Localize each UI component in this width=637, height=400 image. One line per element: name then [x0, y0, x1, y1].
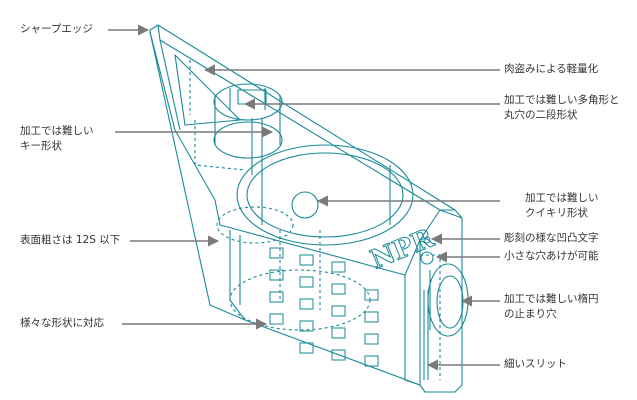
- label-roughness: 表面粗さは 12S 以下: [20, 234, 121, 246]
- label-various: 様々な形状に対応: [20, 317, 104, 329]
- label-small-hole: 小さな穴あけが可能: [504, 250, 599, 262]
- part-outline: [149, 24, 469, 393]
- engraved-text: NPR: [367, 223, 439, 275]
- leader-arrows: [108, 24, 500, 371]
- label-polygon: 加工では難しい多角形と 丸穴の二段形状: [504, 93, 620, 123]
- label-polygon-line2: 丸穴の二段形状: [504, 109, 578, 121]
- square-features: [269, 247, 379, 367]
- label-ellipse: 加工では難しい楕円 の止まり穴: [504, 292, 599, 322]
- label-lightening: 肉盗みによる軽量化: [504, 63, 599, 75]
- label-sharp-edge: シャープエッジ: [20, 23, 93, 35]
- label-slit: 細いスリット: [504, 358, 567, 370]
- label-polygon-line1: 加工では難しい多角形と: [504, 94, 620, 106]
- label-crank-line1: 加工では難しい: [525, 192, 599, 204]
- label-key: 加工では難しい キー形状: [20, 124, 94, 154]
- label-engraving: 彫刻の様な凹凸文字: [504, 232, 599, 244]
- label-key-line1: 加工では難しい: [20, 125, 94, 137]
- label-ellipse-line1: 加工では難しい楕円: [504, 293, 599, 305]
- label-key-line2: キー形状: [20, 140, 62, 152]
- label-crank: 加工では難しい クイキリ形状: [525, 191, 599, 221]
- label-crank-line2: クイキリ形状: [525, 207, 588, 219]
- label-ellipse-line2: の止まり穴: [504, 308, 557, 320]
